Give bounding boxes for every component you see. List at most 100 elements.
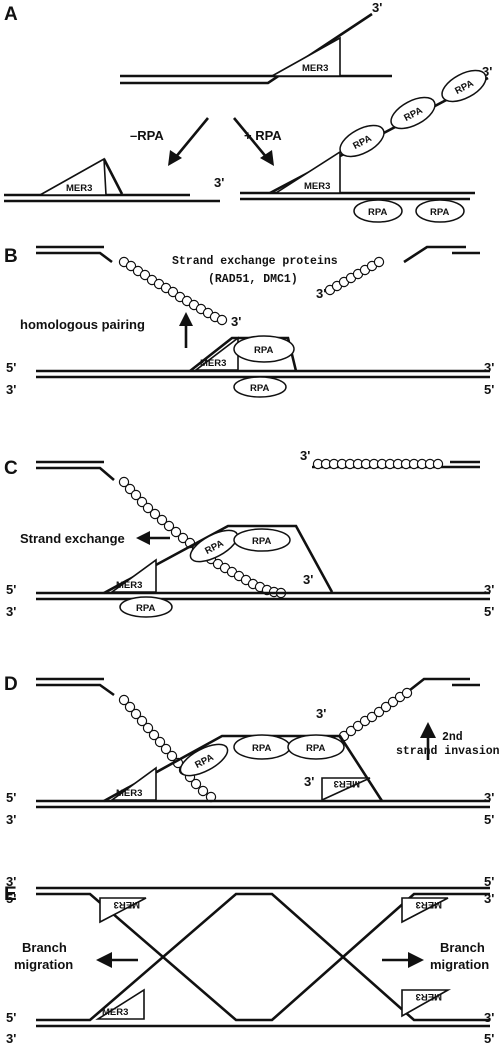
end-5prime: 5' [484, 1031, 494, 1046]
strand-exchange-proteins-label: Strand exchange proteins [172, 255, 338, 268]
end-3prime: 3' [316, 706, 326, 721]
donor-duplex [403, 245, 466, 264]
mer3-protein [109, 766, 157, 801]
rpa-oval: RPA [339, 124, 385, 158]
end-3prime: 3' [484, 891, 494, 906]
nucleofilament-top [312, 458, 444, 470]
mer3-label: MER3 [116, 580, 142, 591]
rpa-oval: RPA [179, 743, 229, 777]
end-5prime: 5' [6, 891, 16, 906]
end-5prime: 5' [6, 790, 16, 805]
migration-label-left: migration [14, 957, 73, 972]
end-3prime: 3' [484, 360, 494, 375]
rpa-label: RPA [250, 383, 269, 394]
mer3-label: MER3 [66, 183, 92, 194]
end-3prime: 3' [484, 1010, 494, 1025]
end-3prime: 3' [300, 448, 310, 463]
end-5prime: 5' [6, 360, 16, 375]
arrow-head [168, 150, 182, 166]
ssdna-loop [103, 734, 384, 803]
end-3prime: 3' [303, 572, 313, 587]
rpa-oval: RPA [233, 376, 287, 398]
strand-exchange-label: Strand exchange [20, 531, 125, 546]
nucleofilament-right [324, 687, 413, 752]
end-3prime: 3' [6, 382, 16, 397]
end-5prime: 5' [484, 812, 494, 827]
nucleofilament-crossing [118, 694, 217, 803]
panel-a: 3' MER3 –RPA + RPA MER3 3' 3' MER3 RPA R… [4, 0, 492, 223]
mer3-label: MER3 [102, 1007, 128, 1018]
plus-rpa-label: + RPA [244, 128, 282, 143]
minus-rpa-label: –RPA [130, 128, 164, 143]
rpa-label: RPA [430, 207, 449, 218]
panel-letter-a: A [4, 4, 18, 25]
end-5prime: 5' [484, 604, 494, 619]
donor-duplex [36, 683, 115, 697]
arrow-plus-rpa [232, 117, 269, 159]
nucleofilament-right [324, 256, 385, 296]
homologous-pairing-label: homologous pairing [20, 317, 145, 332]
rpa-oval: RPA [233, 335, 295, 363]
duplex-strand [36, 892, 490, 1022]
panel-letter-d: D [4, 674, 18, 695]
second-invasion-label-1: 2nd [442, 731, 463, 744]
arrow-head [260, 150, 274, 166]
mer3-label: MER3 [200, 358, 226, 369]
panel-letter-e: E [4, 884, 17, 905]
migration-label-right: migration [430, 957, 489, 972]
panel-c: 3' MER3 RPA RPA [6, 448, 494, 619]
end-3prime: 3' [372, 0, 382, 15]
ssdna-loop [103, 524, 334, 595]
duplex-strand [120, 12, 373, 85]
mer3-protein [36, 157, 107, 196]
rpa-label: RPA [136, 603, 155, 614]
mer3-protein-flipped: MER3 [401, 989, 452, 1018]
end-3prime: 3' [484, 790, 494, 805]
arrow-head [408, 952, 424, 968]
end-3prime: 3' [6, 1031, 16, 1046]
end-5prime: 5' [484, 874, 494, 889]
mer3-protein-flipped: MER3 [99, 897, 147, 924]
arrow-minus-rpa [173, 117, 210, 159]
mer3-protein-flipped: MER3 [321, 777, 371, 802]
mer3-protein [109, 558, 157, 593]
panel-letter-b: B [4, 246, 18, 267]
branch-label-left: Branch [22, 940, 67, 955]
end-5prime: 5' [6, 582, 16, 597]
mer3-label: MER3 [302, 63, 328, 74]
mer3-protein [273, 150, 341, 194]
arrow-head [179, 312, 193, 326]
mer3-label: MER3 [114, 899, 140, 910]
nucleofilament-left [118, 256, 228, 326]
rpa-oval: RPA [353, 199, 403, 223]
rpa-oval: RPA [415, 199, 465, 223]
mer3-label: MER3 [416, 991, 442, 1002]
panel-e: MER3 MER3 MER3 MER3 Branch migration Bra… [6, 874, 494, 1046]
end-3prime: 3' [316, 286, 326, 301]
mer3-protein [268, 36, 341, 77]
panel-letter-c: C [4, 458, 18, 479]
rpa-label: RPA [306, 743, 325, 754]
rpa-label: RPA [252, 536, 271, 547]
mer3-label: MER3 [304, 181, 330, 192]
rpa-oval: RPA [390, 96, 436, 130]
second-invasion-label-2: strand invasion [396, 745, 500, 758]
strand-exchange-proteins-sub: (RAD51, DMC1) [208, 273, 298, 286]
arrow-head [136, 531, 150, 545]
panel-b: 3' 3' Strand exchange proteins (RAD51, D… [6, 245, 494, 398]
rpa-oval: RPA [287, 734, 345, 760]
end-3prime: 3' [482, 64, 492, 79]
end-3prime: 3' [231, 314, 241, 329]
rpa-oval: RPA [441, 69, 487, 103]
donor-duplex [36, 466, 115, 481]
rpa-label: RPA [368, 207, 387, 218]
rpa-oval: RPA [233, 528, 291, 552]
rpa-oval: RPA [119, 596, 173, 618]
arrow-head [420, 722, 436, 738]
end-3prime: 3' [6, 604, 16, 619]
end-3prime: 3' [6, 812, 16, 827]
duplex-strand [36, 892, 490, 1022]
end-3prime: 3' [6, 874, 16, 889]
ssdna-loop [102, 158, 124, 195]
